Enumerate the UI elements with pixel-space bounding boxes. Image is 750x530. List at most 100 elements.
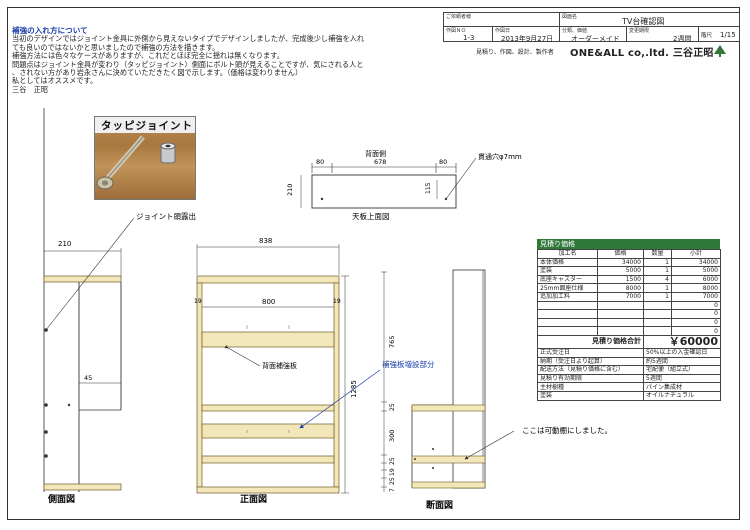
section-dim-mid: 300 bbox=[388, 430, 396, 442]
type-label: 分類、価値 bbox=[562, 28, 588, 34]
drawing-type: オーダーメイド bbox=[571, 35, 620, 43]
info-value: 5週間 bbox=[643, 373, 721, 384]
cell: 0 bbox=[671, 309, 721, 319]
cell bbox=[643, 326, 672, 336]
front-dim-inner: 800 bbox=[262, 298, 275, 306]
cell: 1500 bbox=[597, 274, 644, 285]
notes-line: 当初のデザインではジョイント金具に外側から見えないタイプでデザインしましたが、完… bbox=[12, 34, 365, 44]
cell: 8000 bbox=[597, 283, 644, 293]
front-view-label: 正面図 bbox=[240, 494, 267, 505]
cell bbox=[537, 317, 598, 328]
cell: 塗装 bbox=[537, 266, 598, 276]
cell: 8000 bbox=[671, 283, 721, 293]
back-stiffener-label: 背面補強板 bbox=[262, 361, 297, 370]
cell bbox=[597, 309, 644, 319]
front-dim-board-left: 19 bbox=[194, 298, 202, 305]
front-dim-board-right: 19 bbox=[333, 298, 341, 305]
col-header: 小計 bbox=[671, 249, 721, 259]
info-row: 主材樹種パイン集成材 bbox=[537, 382, 721, 392]
section-view-label: 断面図 bbox=[426, 499, 453, 511]
cell: 25mm面座仕様 bbox=[537, 283, 598, 293]
notes-title: 補強の入れ方について bbox=[12, 26, 88, 35]
section-dim-upper: 765 bbox=[388, 336, 396, 348]
cell: 1 bbox=[643, 266, 672, 276]
drawing-name-label: 図面名 bbox=[562, 14, 578, 20]
info-row: 配送方法（見積り価格に含む）宅配便（組立式） bbox=[537, 365, 721, 375]
cell: 0 bbox=[671, 326, 721, 336]
no-label: 作図ＮＯ bbox=[446, 28, 467, 34]
cell: 5000 bbox=[597, 266, 644, 276]
info-key: 主材樹種 bbox=[537, 382, 644, 392]
page-cell: 階尺 1/15 bbox=[698, 26, 740, 42]
page-value: 1/15 bbox=[720, 31, 736, 39]
top-view-title: 天板上面図 bbox=[352, 211, 390, 221]
table-row: 0 bbox=[537, 300, 721, 311]
side-view-label: 側面図 bbox=[47, 493, 75, 505]
cell: 7000 bbox=[671, 291, 721, 302]
cell: 34000 bbox=[671, 257, 721, 268]
drawing-date: 2013年9月27日 bbox=[501, 35, 554, 43]
cell: 1 bbox=[643, 283, 672, 293]
info-key: 塗装 bbox=[537, 390, 644, 401]
intro-notes: 補強の入れ方について 当初のデザインではジョイント金具に外側から見えないタイプで… bbox=[12, 26, 442, 94]
tree-logo-icon bbox=[714, 45, 726, 57]
drawing-name: TV台確認図 bbox=[622, 17, 665, 26]
estimate-title: 見積り価格 bbox=[537, 239, 720, 249]
table-row: 0 bbox=[537, 317, 721, 328]
side-dim-inner: 45 bbox=[84, 374, 92, 382]
section-dim-foot: 25 bbox=[389, 477, 396, 485]
cell bbox=[597, 317, 644, 328]
cell: 本体価格 bbox=[537, 257, 598, 268]
info-row: 納期（受注日より起算）約5週間 bbox=[537, 356, 721, 367]
col-header: 価格 bbox=[597, 249, 644, 259]
movable-shelf-note: ここは可動棚にしました。 bbox=[522, 425, 612, 435]
cell bbox=[643, 300, 672, 311]
side-dim-width: 210 bbox=[58, 240, 71, 248]
cell: 1 bbox=[643, 257, 672, 268]
added-stiffener-label: 補強板増設部分 bbox=[382, 359, 435, 369]
cell: 7000 bbox=[597, 291, 644, 302]
info-key: 見積り有効期限 bbox=[537, 373, 644, 384]
cell: 34000 bbox=[597, 257, 644, 268]
cell: 底座キャスター bbox=[537, 274, 598, 285]
side-view: 210 45 ジョイント頭露出 側面図 bbox=[43, 108, 196, 505]
cell bbox=[537, 326, 598, 336]
drawing-no: 1-3 bbox=[463, 34, 475, 42]
cell bbox=[643, 317, 672, 328]
section-dim-board: 25 bbox=[389, 403, 396, 411]
top-dim-hole: 115 bbox=[425, 182, 432, 194]
maker-line: 見積り、作図、設計、製作者 bbox=[476, 49, 554, 56]
notes-line: 、されない方があり岩永さんに決めていただきたく図で示します。（価格は変わりません… bbox=[12, 68, 303, 78]
cell bbox=[597, 300, 644, 311]
cell: 追加加工料 bbox=[537, 291, 598, 302]
top-dim-left: 80 bbox=[316, 158, 324, 166]
col-header: 数量 bbox=[643, 249, 672, 259]
cell: 1 bbox=[643, 291, 672, 302]
total-value: ￥60000 bbox=[643, 334, 721, 349]
info-key: 納期（受注日より起算） bbox=[537, 356, 644, 367]
top-view: 背面側 80 678 80 210 115 天板上面図 貫通穴φ7mm bbox=[286, 149, 522, 221]
company-name: ONE&ALL co,.ltd. 三谷正昭 bbox=[570, 48, 714, 59]
info-key: 正式受注日 bbox=[537, 347, 644, 358]
info-value: 約5週間 bbox=[643, 356, 721, 367]
side-joint-note: ジョイント頭露出 bbox=[136, 211, 196, 221]
joint-bolt-icon bbox=[96, 135, 176, 190]
hole-note: 貫通穴φ7mm bbox=[478, 152, 522, 161]
section-dim-board2: 25 bbox=[389, 457, 396, 465]
cell: 0 bbox=[671, 300, 721, 311]
top-dim-right: 80 bbox=[439, 158, 447, 166]
cell: 5000 bbox=[671, 266, 721, 276]
info-value: オイルナチュラル bbox=[643, 390, 721, 401]
total-label: 見積り価格合計 bbox=[537, 334, 644, 349]
cell: 4 bbox=[643, 274, 672, 285]
notes-line: 私としてはオススメです。 bbox=[12, 76, 98, 86]
info-value: パイン集成材 bbox=[643, 382, 721, 392]
tapping-joint-photo: タッピジョイント bbox=[94, 116, 196, 200]
cell bbox=[643, 309, 672, 319]
